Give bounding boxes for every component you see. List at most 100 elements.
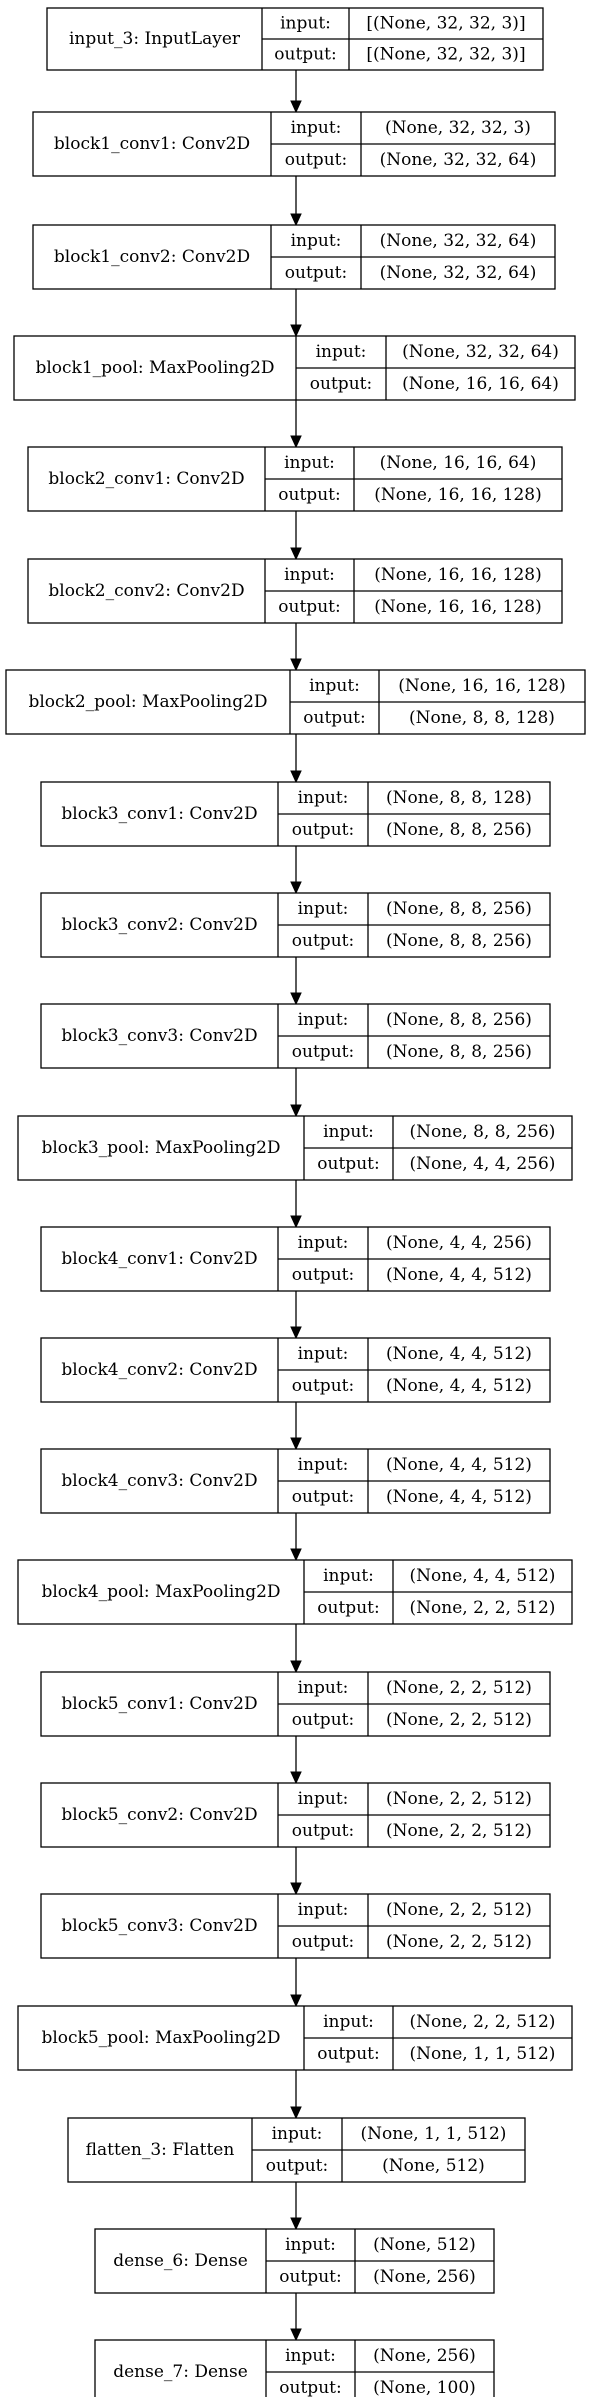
output-shape: (None, 256) [373,2267,476,2287]
arrowhead-icon [290,213,302,227]
layer-node-block3_conv1: block3_conv1: Conv2Dinput:output:(None, … [40,781,551,847]
layer-node-block1_conv2: block1_conv2: Conv2Dinput:output:(None, … [32,224,556,290]
input-shape: (None, 2, 2, 512) [386,1678,532,1698]
layer-name: dense_6: Dense [113,2251,248,2271]
output-port-label: output: [278,485,340,505]
output-port-label: output: [292,1821,354,1841]
input-port-label: input: [291,118,342,138]
arrowhead-icon [290,1660,302,1674]
layer-name: block5_conv1: Conv2D [61,1694,257,1714]
arrowhead-icon [290,1994,302,2008]
layer-name: input_3: InputLayer [69,29,241,49]
input-shape: (None, 32, 32, 3) [385,118,531,138]
output-shape: (None, 4, 4, 512) [386,1487,532,1507]
output-shape: (None, 4, 4, 256) [410,1154,556,1174]
arrowhead-icon [290,1437,302,1451]
input-shape: (None, 512) [373,2235,476,2255]
layer-node-block2_conv2: block2_conv2: Conv2Dinput:output:(None, … [27,558,563,624]
layer-node-block1_pool: block1_pool: MaxPooling2Dinput:output:(N… [13,335,576,401]
arrowhead-icon [290,435,302,449]
output-shape: (None, 8, 8, 128) [409,708,555,728]
layer-name: block5_pool: MaxPooling2D [41,2028,280,2048]
input-shape: (None, 1, 1, 512) [361,2124,507,2144]
input-port-label: input: [323,1122,374,1142]
layer-node-block5_conv1: block5_conv1: Conv2D input: output: (None, … [40,1671,551,1737]
layer-name: block3_conv2: Conv2D [61,915,257,935]
output-port-label: output: [292,1042,354,1062]
output-shape: (None, 2, 2, 512) [386,1710,532,1730]
arrowhead-icon [290,1882,302,1896]
output-port-label: output: [279,2378,341,2397]
output-shape: (None, 2, 2, 512) [410,1598,556,1618]
input-port-label: input: [298,1678,349,1698]
output-port-label: output: [274,45,336,65]
output-port-label: output: [279,2267,341,2287]
input-port-label: input: [285,2346,336,2366]
output-shape: (None, 100) [373,2378,476,2397]
layer-node-block4_conv1: block4_conv1: Conv2D input: output: (None, … [40,1226,551,1292]
layer-node-block5_conv3: block5_conv3: Conv2Dinput:output:(None, … [40,1893,551,1959]
arrowhead-icon [290,324,302,338]
input-port-label: input: [284,565,335,585]
input-port-label: input: [323,2012,374,2032]
output-port-label: output: [303,708,365,728]
output-port-label: output: [292,1265,354,1285]
input-shape: (None, 8, 8, 256) [386,1010,532,1030]
arrowhead-icon [290,881,302,895]
layer-name: block4_pool: MaxPooling2D [41,1582,280,1602]
input-port-label: input: [298,1789,349,1809]
layer-name: block1_pool: MaxPooling2D [35,358,274,378]
output-shape: (None, 4, 4, 512) [386,1265,532,1285]
arrowhead-icon [290,1215,302,1229]
layer-name: block4_conv1: Conv2D [61,1249,257,1269]
input-port-label: input: [285,2235,336,2255]
layer-name: block3_pool: MaxPooling2D [41,1138,280,1158]
layer-node-block4_conv3: block4_conv3: Conv2Dinput:output:(None, … [40,1448,551,1514]
output-shape: [(None, 32, 32, 3)] [366,45,525,65]
layer-name: block4_conv3: Conv2D [61,1471,257,1491]
layer-name: block2_pool: MaxPooling2D [28,692,267,712]
layer-name: block5_conv2: Conv2D [61,1805,257,1825]
output-shape: (None, 4, 4, 512) [386,1376,532,1396]
arrowhead-icon [290,100,302,114]
layer-node-block4_pool: block4_pool: MaxPooling2Dinput:output:(N… [17,1559,573,1625]
input-shape: (None, 4, 4, 256) [386,1233,532,1253]
layer-name: block3_conv1: Conv2D [61,804,257,824]
layer-name: block3_conv3: Conv2D [61,1026,257,1046]
arrowhead-icon [290,1104,302,1118]
layer-name: block1_conv1: Conv2D [54,134,250,154]
layer-node-frame [94,2339,495,2397]
input-port-label: input: [298,1010,349,1030]
layer-node-block2_pool: block2_pool: MaxPooling2D input: output: (N… [5,669,586,735]
input-shape: (None, 32, 32, 64) [402,342,559,362]
nodes-layer: input_3: InputLayer input: output: [(None, … [5,7,586,2397]
layer-node-block4_conv2: block4_conv2: Conv2Dinput:output:(None, … [40,1337,551,1403]
arrowhead-icon [290,1548,302,1562]
input-shape: [(None, 32, 32, 3)] [366,14,525,34]
input-port-label: input: [309,676,360,696]
layer-node-block3_conv2: block3_conv2: Conv2Dinput:output:(None, … [40,892,551,958]
layer-name: block2_conv2: Conv2D [48,581,244,601]
output-port-label: output: [317,1598,379,1618]
input-shape: (None, 2, 2, 512) [386,1900,532,1920]
arrowhead-icon [290,547,302,561]
input-shape: (None, 8, 8, 256) [410,1122,556,1142]
input-port-label: input: [298,1455,349,1475]
input-shape: (None, 16, 16, 128) [374,565,542,585]
input-shape: (None, 4, 4, 512) [410,1566,556,1586]
output-port-label: output: [292,820,354,840]
output-shape: (None, 8, 8, 256) [386,820,532,840]
output-port-label: output: [292,1710,354,1730]
input-port-label: input: [298,1233,349,1253]
layer-node-block5_pool: block5_pool: MaxPooling2Dinput:output:(N… [17,2005,573,2071]
input-shape: (None, 8, 8, 128) [386,788,532,808]
arrowhead-icon [290,2217,302,2231]
input-shape: (None, 4, 4, 512) [386,1455,532,1475]
layer-node-block3_conv3: block3_conv3: Conv2D input: output: (None, … [40,1003,551,1069]
layer-node-block1_conv1: block1_conv1: Conv2Dinput:output:(None, … [32,111,556,177]
output-port-label: output: [266,2156,328,2176]
layer-node-block5_conv2: block5_conv2: Conv2Dinput:output:(None, … [40,1782,551,1848]
